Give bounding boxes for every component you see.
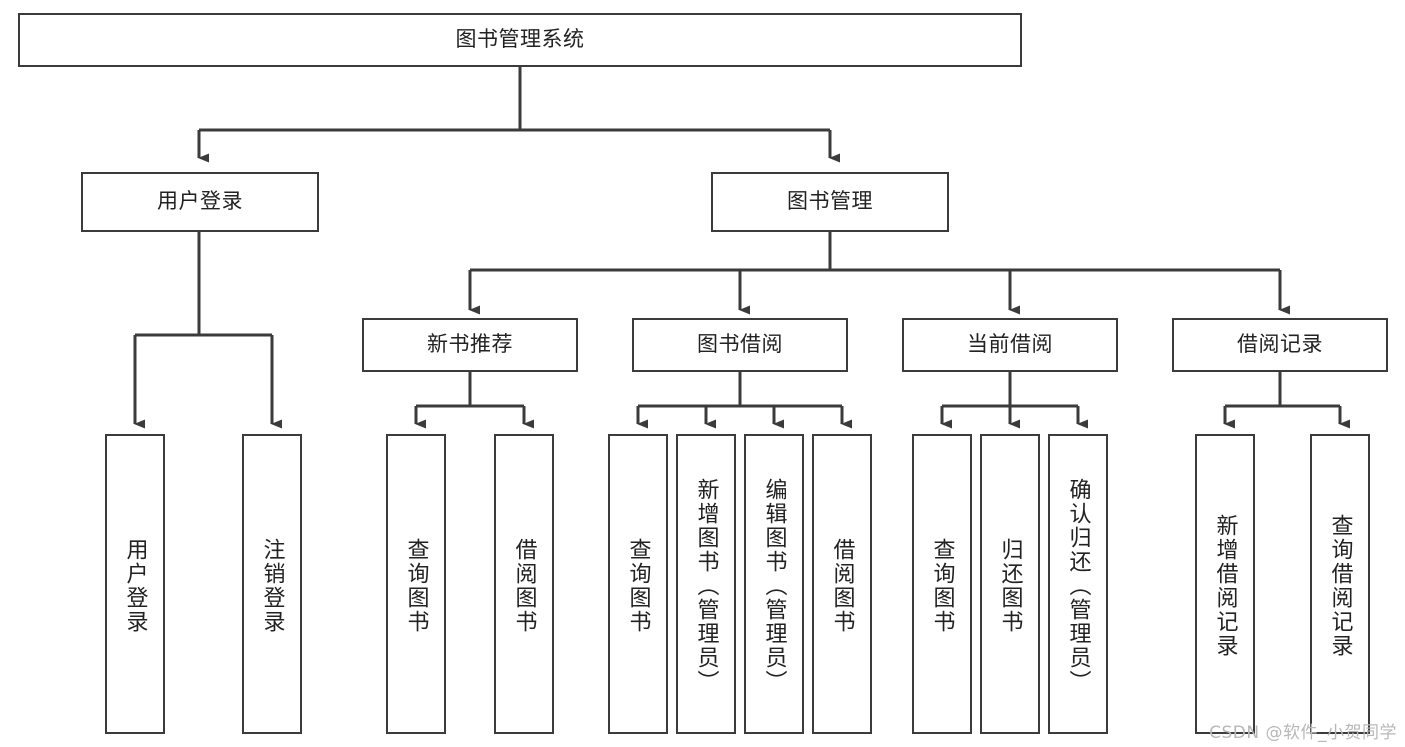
node-borrow-record[interactable]: 借阅记录 <box>1172 318 1388 372</box>
node-label: 图书管理系统 <box>455 27 585 52</box>
node-label: 注销登录 <box>259 538 285 634</box>
node-current-borrow[interactable]: 当前借阅 <box>902 318 1118 372</box>
node-label: 新增图书（管理员） <box>693 478 719 694</box>
node-label: 确认归还（管理员） <box>1065 478 1091 694</box>
node-book-borrow[interactable]: 图书借阅 <box>632 318 848 372</box>
node-leaf-logout-login[interactable]: 注销登录 <box>242 434 302 734</box>
node-label: 图书管理 <box>787 189 873 214</box>
node-label: 查询图书 <box>929 538 955 634</box>
node-leaf-query-book-2[interactable]: 查询图书 <box>608 434 668 734</box>
node-user-login[interactable]: 用户登录 <box>81 172 319 232</box>
node-label: 用户登录 <box>157 189 243 214</box>
node-leaf-borrow-book-2[interactable]: 借阅图书 <box>812 434 872 734</box>
node-label: 查询借阅记录 <box>1327 514 1353 658</box>
node-leaf-query-book-1[interactable]: 查询图书 <box>386 434 446 734</box>
node-leaf-confirm-return[interactable]: 确认归还（管理员） <box>1048 434 1108 734</box>
node-label: 当前借阅 <box>967 332 1053 357</box>
node-leaf-add-book[interactable]: 新增图书（管理员） <box>676 434 736 734</box>
node-label: 查询图书 <box>403 538 429 634</box>
node-label: 编辑图书（管理员） <box>761 478 787 694</box>
node-label: 新增借阅记录 <box>1212 514 1238 658</box>
node-label: 用户登录 <box>122 538 148 634</box>
node-leaf-edit-book[interactable]: 编辑图书（管理员） <box>744 434 804 734</box>
node-leaf-query-record[interactable]: 查询借阅记录 <box>1310 434 1370 734</box>
node-leaf-user-login[interactable]: 用户登录 <box>105 434 165 734</box>
node-leaf-borrow-book-1[interactable]: 借阅图书 <box>494 434 554 734</box>
node-label: 归还图书 <box>997 538 1023 634</box>
node-leaf-add-record[interactable]: 新增借阅记录 <box>1195 434 1255 734</box>
node-book-management[interactable]: 图书管理 <box>711 172 949 232</box>
node-new-book-recommend[interactable]: 新书推荐 <box>362 318 578 372</box>
node-leaf-return-book[interactable]: 归还图书 <box>980 434 1040 734</box>
node-book-management-system[interactable]: 图书管理系统 <box>18 13 1022 67</box>
node-label: 新书推荐 <box>427 332 513 357</box>
node-label: 借阅图书 <box>829 538 855 634</box>
node-leaf-query-book-3[interactable]: 查询图书 <box>912 434 972 734</box>
node-label: 图书借阅 <box>697 332 783 357</box>
node-label: 查询图书 <box>625 538 651 634</box>
node-label: 借阅图书 <box>511 538 537 634</box>
node-label: 借阅记录 <box>1237 332 1323 357</box>
